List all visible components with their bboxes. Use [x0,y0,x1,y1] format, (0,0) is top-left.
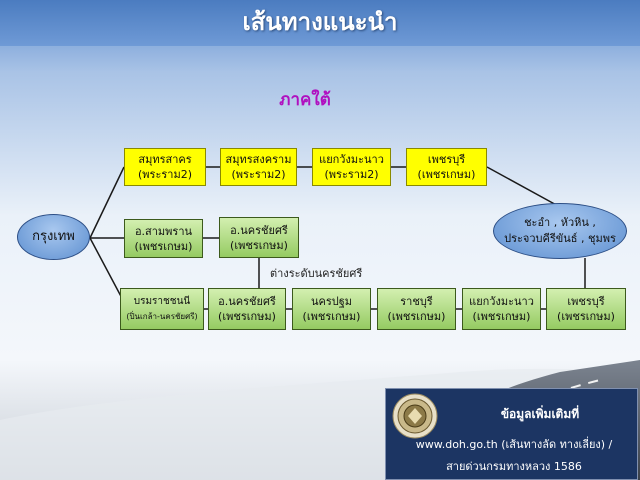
department-seal-icon [392,393,438,439]
page-title: เส้นทางแนะนำ [242,8,398,36]
info-website-link[interactable]: www.doh.go.th (เส้นทางลัด ทางเลี่ยง) / [415,438,613,451]
info-panel: ข้อมูลเพิ่มเติมที่ www.doh.go.th (เส้นทา… [385,388,638,480]
node-place: แยกวังมะนาว [469,295,534,308]
region-heading: ภาคใต้ [279,90,331,110]
node-road: (เพชรเกษม) [472,310,531,323]
node-place: สมุทรสงคราม [225,153,292,166]
route-top-node: แยกวังมะนาว (พระราม2) [312,148,391,186]
node-road: (เพชรเกษม) [134,239,193,253]
node-place: เพชรบุรี [567,295,605,308]
node-road: (เพชรเกษม) [417,168,476,181]
node-road: (ปิ่นเกล้า-นครชัยศรี) [126,312,198,321]
route-bottom-node: เพชรบุรี (เพชรเกษม) [546,288,626,330]
route-bottom-node: แยกวังมะนาว (เพชรเกษม) [462,288,541,330]
node-place: แยกวังมะนาว [319,153,384,166]
interchange-note: ต่างระดับนครชัยศรี [270,267,363,280]
destination-line2: ประจวบคีรีขันธ์ , ชุมพร [504,232,616,245]
route-top-node: เพชรบุรี (เพชรเกษม) [406,148,487,186]
node-road: (เพชรเกษม) [387,310,446,323]
node-place: นครปฐม [310,295,353,308]
route-middle-node: อ.สามพราน (เพชรเกษม) [124,219,203,258]
origin-label: กรุงเทพ [32,229,75,244]
node-place: อ.นครชัยศรี [230,223,288,237]
route-bottom-node: นครปฐม (เพชรเกษม) [292,288,371,330]
node-road: (พระราม2) [138,168,192,181]
route-bottom-node: ราชบุรี (เพชรเกษม) [377,288,456,330]
node-road: (เพชรเกษม) [218,310,276,323]
node-place: บรมราชชนนี [133,296,191,307]
route-top-node: สมุทรสงคราม (พระราม2) [220,148,297,186]
destination-node: ชะอำ , หัวหิน , ประจวบคีรีขันธ์ , ชุมพร [493,203,627,259]
node-road: (พระราม2) [324,168,379,181]
destination-line1: ชะอำ , หัวหิน , [524,216,596,229]
node-road: (พระราม2) [231,168,286,181]
node-place: อ.สามพราน [134,224,193,238]
node-road: (เพชรเกษม) [302,310,361,323]
route-bottom-node: บรมราชชนนี (ปิ่นเกล้า-นครชัยศรี) [120,288,204,330]
node-place: เพชรบุรี [427,153,466,166]
title-bar-background [0,0,640,46]
info-title: ข้อมูลเพิ่มเติมที่ [500,407,580,421]
node-place: สมุทรสาคร [138,153,192,166]
node-road: (เพชรเกษม) [557,310,615,323]
route-middle-node: อ.นครชัยศรี (เพชรเกษม) [219,217,299,258]
info-hotline: สายด่วนกรมทางหลวง 1586 [446,460,582,473]
node-place: อ.นครชัยศรี [218,295,276,308]
node-road: (เพชรเกษม) [230,238,288,252]
route-top-node: สมุทรสาคร (พระราม2) [124,148,206,186]
origin-node-bangkok: กรุงเทพ [17,214,90,260]
route-bottom-node: อ.นครชัยศรี (เพชรเกษม) [208,288,286,330]
node-place: ราชบุรี [400,295,433,308]
